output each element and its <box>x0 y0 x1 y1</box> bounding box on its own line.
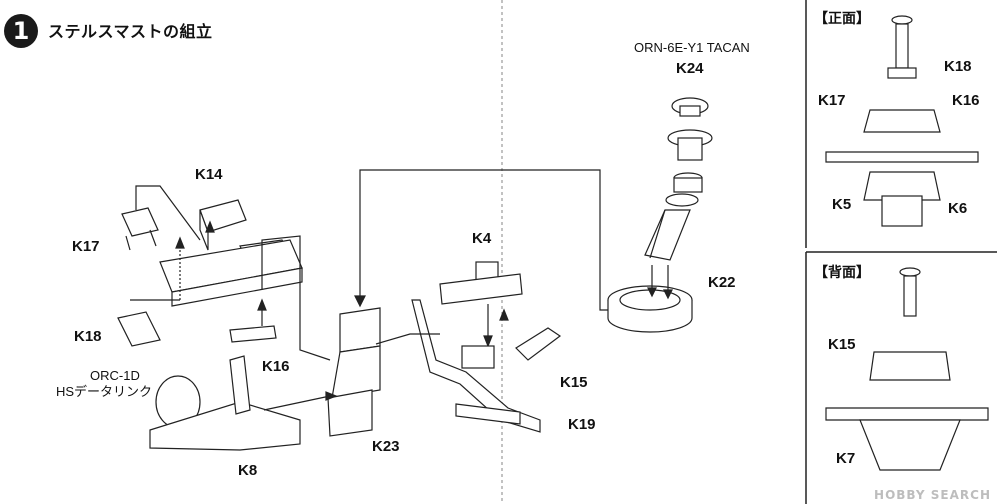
back-label-k7: K7 <box>836 450 856 467</box>
front-label-k18: K18 <box>944 58 972 75</box>
label-k4: K4 <box>472 230 492 247</box>
k24-tacan-part <box>665 97 713 207</box>
leader-line-k22 <box>359 169 608 311</box>
k22-mast-base <box>607 209 693 333</box>
label-k17: K17 <box>72 238 100 255</box>
k17-part <box>121 207 159 251</box>
k8-part <box>149 355 301 451</box>
tacan-note: ORN-6E-Y1 TACAN <box>634 40 750 55</box>
front-label-k5: K5 <box>832 196 852 213</box>
front-label-k17: K17 <box>818 92 846 109</box>
front-label-k6: K6 <box>948 200 968 217</box>
front-label-k16: K16 <box>952 92 980 109</box>
k4-part <box>439 261 523 305</box>
step-number-badge: 1 <box>4 14 38 48</box>
label-k18: K18 <box>74 328 102 345</box>
datalink-note-line2: HSデータリンク <box>56 384 153 399</box>
label-k24: K24 <box>676 60 704 77</box>
label-k15: K15 <box>560 374 588 391</box>
label-k23: K23 <box>372 438 400 455</box>
k-platform <box>159 239 303 307</box>
label-k14: K14 <box>195 166 223 183</box>
k23-part <box>327 307 381 437</box>
watermark-logo: HOBBY SEARCH <box>874 488 991 502</box>
leader-k8 <box>263 395 331 411</box>
front-view-drawing <box>805 0 997 253</box>
label-k8: K8 <box>238 462 258 479</box>
label-k16: K16 <box>262 358 290 375</box>
leader-k19 <box>375 333 440 345</box>
k22-arrows <box>647 265 673 300</box>
back-label-k15: K15 <box>828 336 856 353</box>
back-view-title: 【背面】 <box>814 265 870 281</box>
k15-part <box>515 327 562 361</box>
label-k19: K19 <box>568 416 596 433</box>
back-view-drawing <box>805 252 989 504</box>
k18-part <box>117 311 161 347</box>
leader-k17 <box>135 185 201 241</box>
k16-part <box>229 308 277 343</box>
leader-k14-k23 <box>261 235 331 361</box>
front-view-title: 【正面】 <box>814 11 870 27</box>
k19-part <box>411 299 541 433</box>
step-title: ステルスマストの組立 <box>48 22 213 41</box>
label-k22: K22 <box>708 274 736 291</box>
datalink-note-line1: ORC-1D <box>90 368 140 383</box>
